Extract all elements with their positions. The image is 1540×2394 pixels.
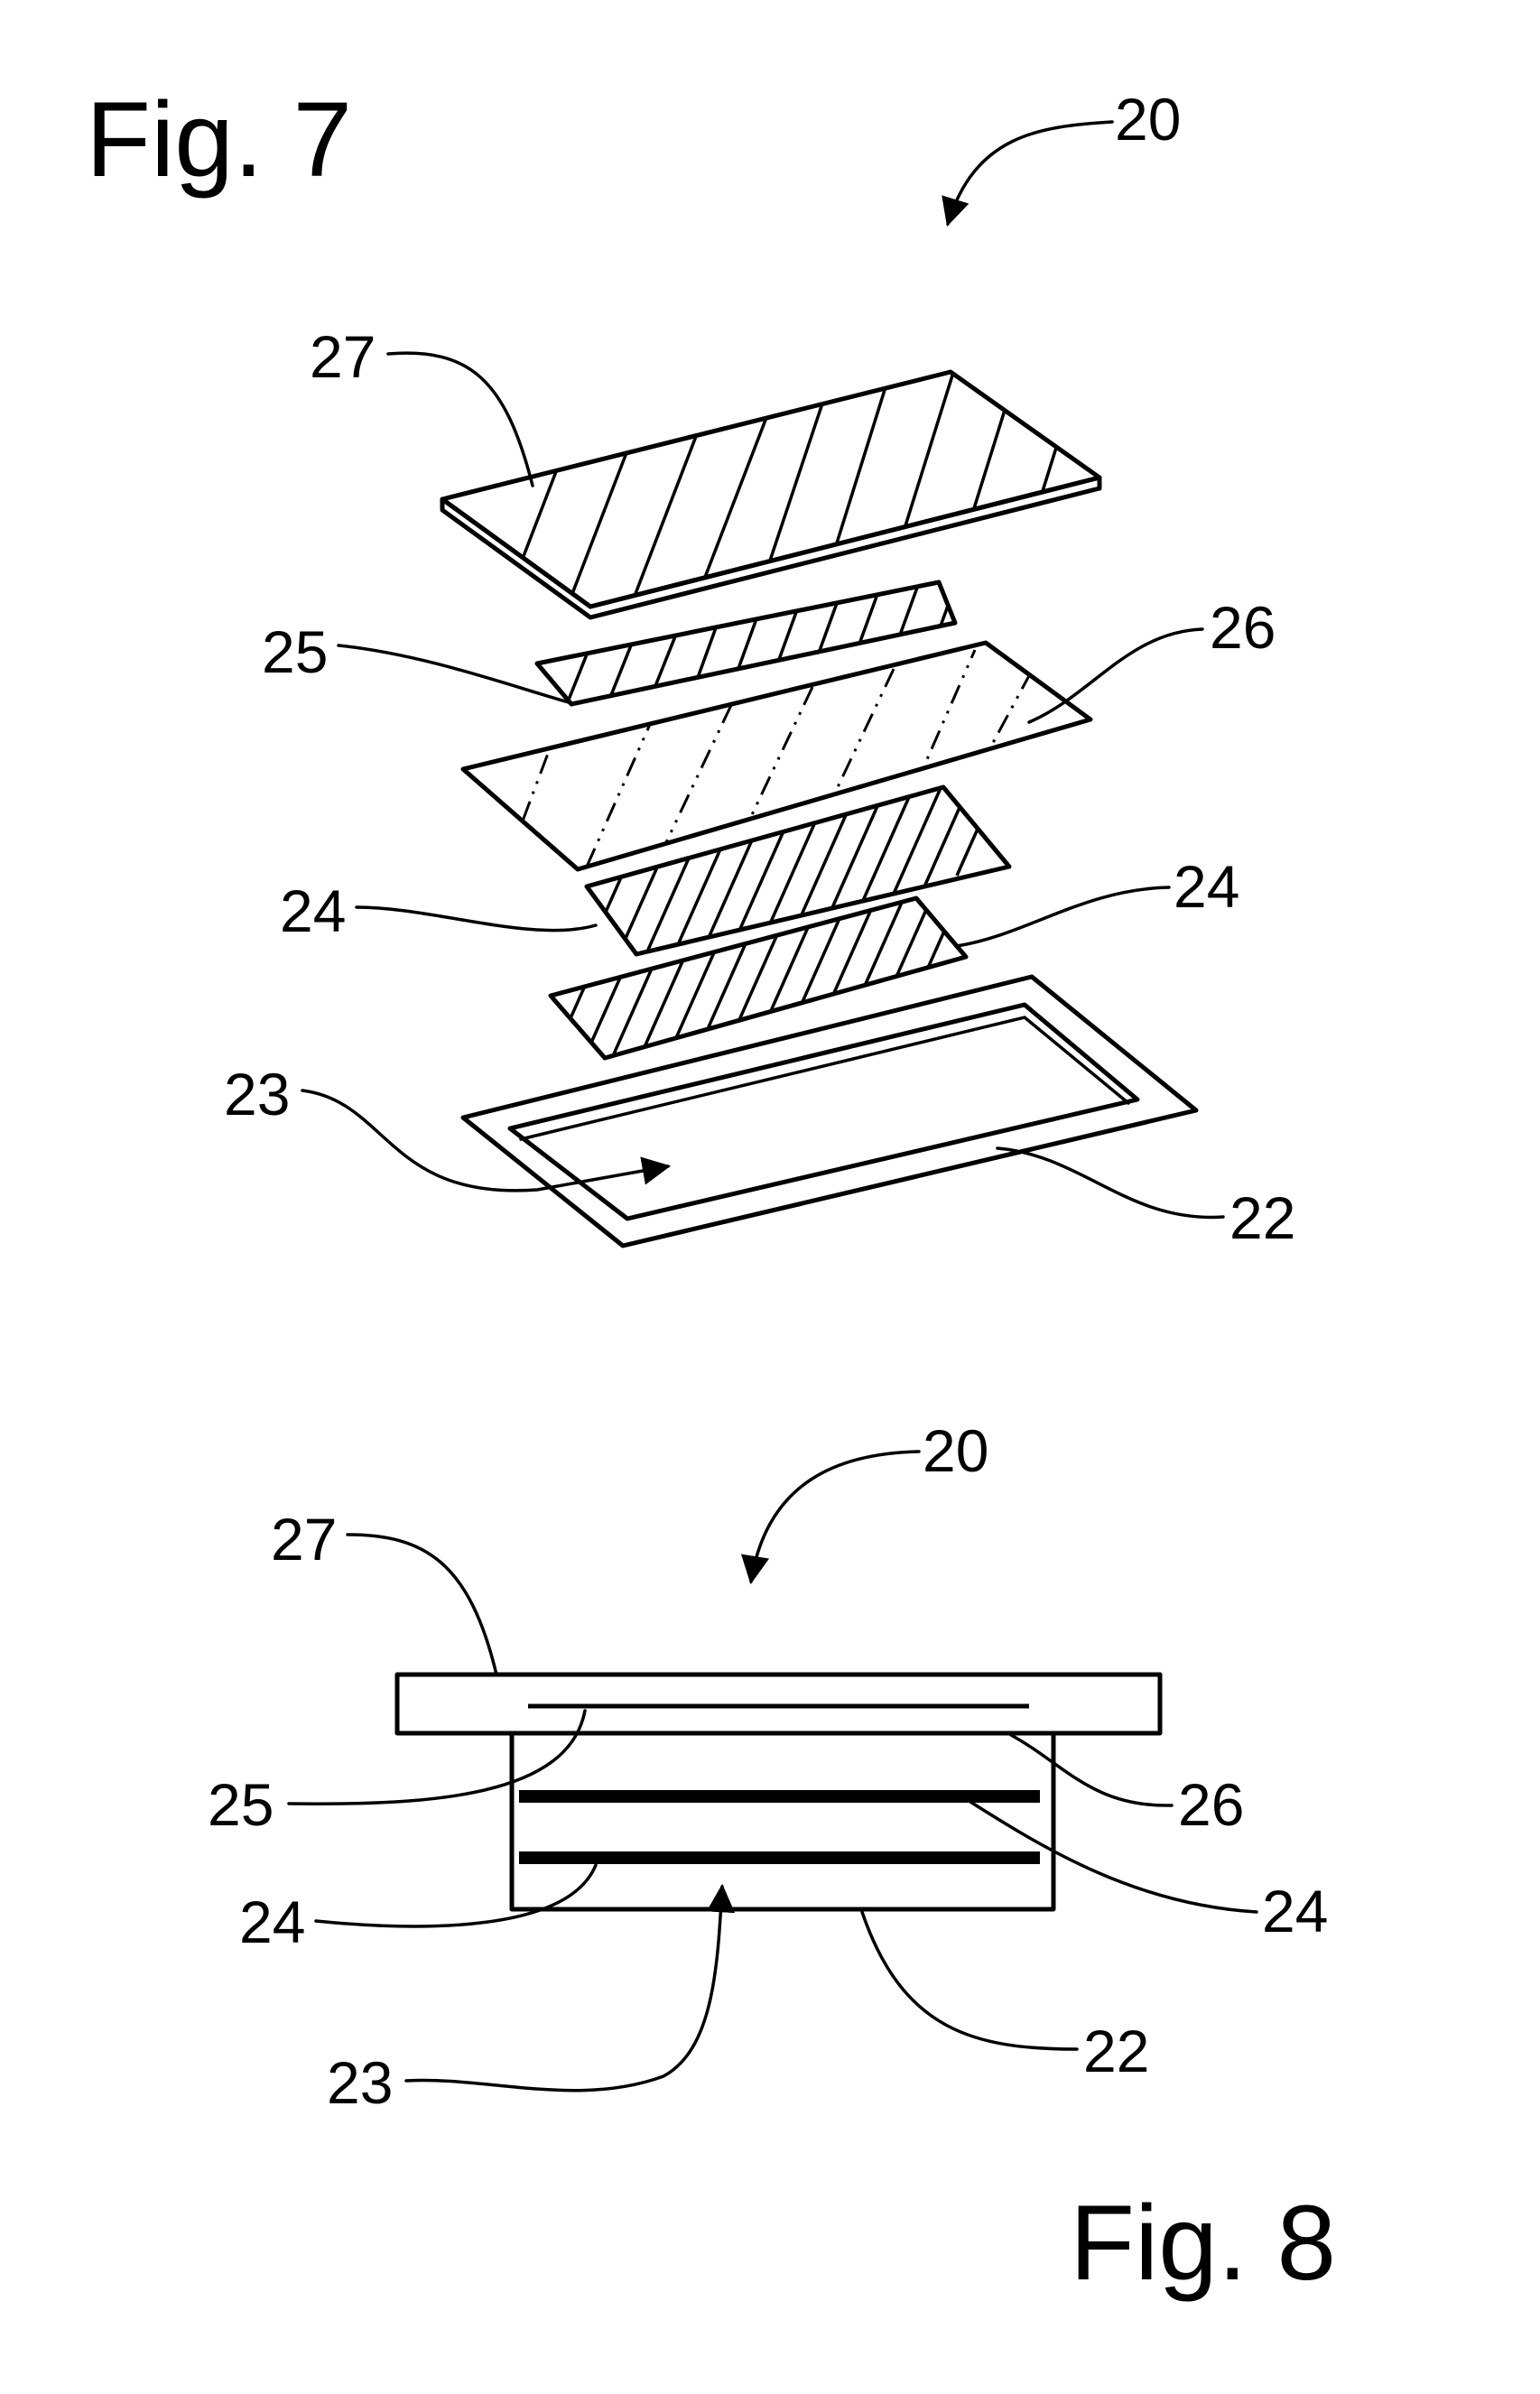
fig8-assembly-arrow xyxy=(751,1452,919,1582)
fig8-label-27: 27 xyxy=(271,1506,337,1573)
fig8-label-22: 22 xyxy=(1083,2018,1149,2084)
fig7-leader-24-lower xyxy=(957,887,1169,946)
fig7-label-22: 22 xyxy=(1229,1184,1295,1251)
fig7-leader-26 xyxy=(1029,629,1202,722)
fig8-leader-24-lower xyxy=(316,1865,596,1926)
fig8-leader-25 xyxy=(289,1711,585,1804)
fig7-layer-22-frame xyxy=(463,977,1196,1246)
fig7-label-26: 26 xyxy=(1210,594,1276,661)
fig7-label-25: 25 xyxy=(262,618,328,685)
fig8-title: Fig. 8 xyxy=(1070,2184,1336,2303)
fig8-label-26: 26 xyxy=(1178,1771,1244,1838)
fig7-label-24-upper: 24 xyxy=(280,877,346,944)
fig7-leader-25 xyxy=(339,645,569,702)
fig8-label-25: 25 xyxy=(208,1771,274,1838)
figure-7: Fig. 7 20 xyxy=(86,80,1295,1251)
fig8-leader-27 xyxy=(348,1535,496,1675)
fig8-label-23: 23 xyxy=(327,2049,393,2116)
fig7-leader-27 xyxy=(388,353,533,486)
figure-8: 20 27 25 26 24 24 23 22 Fig. 8 xyxy=(208,1417,1336,2303)
fig8-leader-22 xyxy=(862,1912,1077,2049)
fig7-title: Fig. 7 xyxy=(86,80,352,200)
fig7-assembly-arrow xyxy=(948,122,1112,224)
fig8-layer-22-frame xyxy=(512,1733,1053,1909)
fig7-label-23: 23 xyxy=(224,1061,290,1127)
fig7-leader-22 xyxy=(997,1148,1223,1217)
fig8-label-24-lower: 24 xyxy=(239,1888,305,1955)
fig7-label-20: 20 xyxy=(1115,86,1181,153)
fig8-label-20: 20 xyxy=(923,1417,988,1484)
fig8-label-24-upper: 24 xyxy=(1262,1878,1328,1944)
fig7-leader-24-upper xyxy=(357,907,596,931)
fig7-label-24-lower: 24 xyxy=(1174,853,1239,920)
fig7-label-27: 27 xyxy=(310,323,376,390)
fig8-arrow-23 xyxy=(406,1887,722,2091)
fig7-layer-27-cover xyxy=(442,361,1146,650)
